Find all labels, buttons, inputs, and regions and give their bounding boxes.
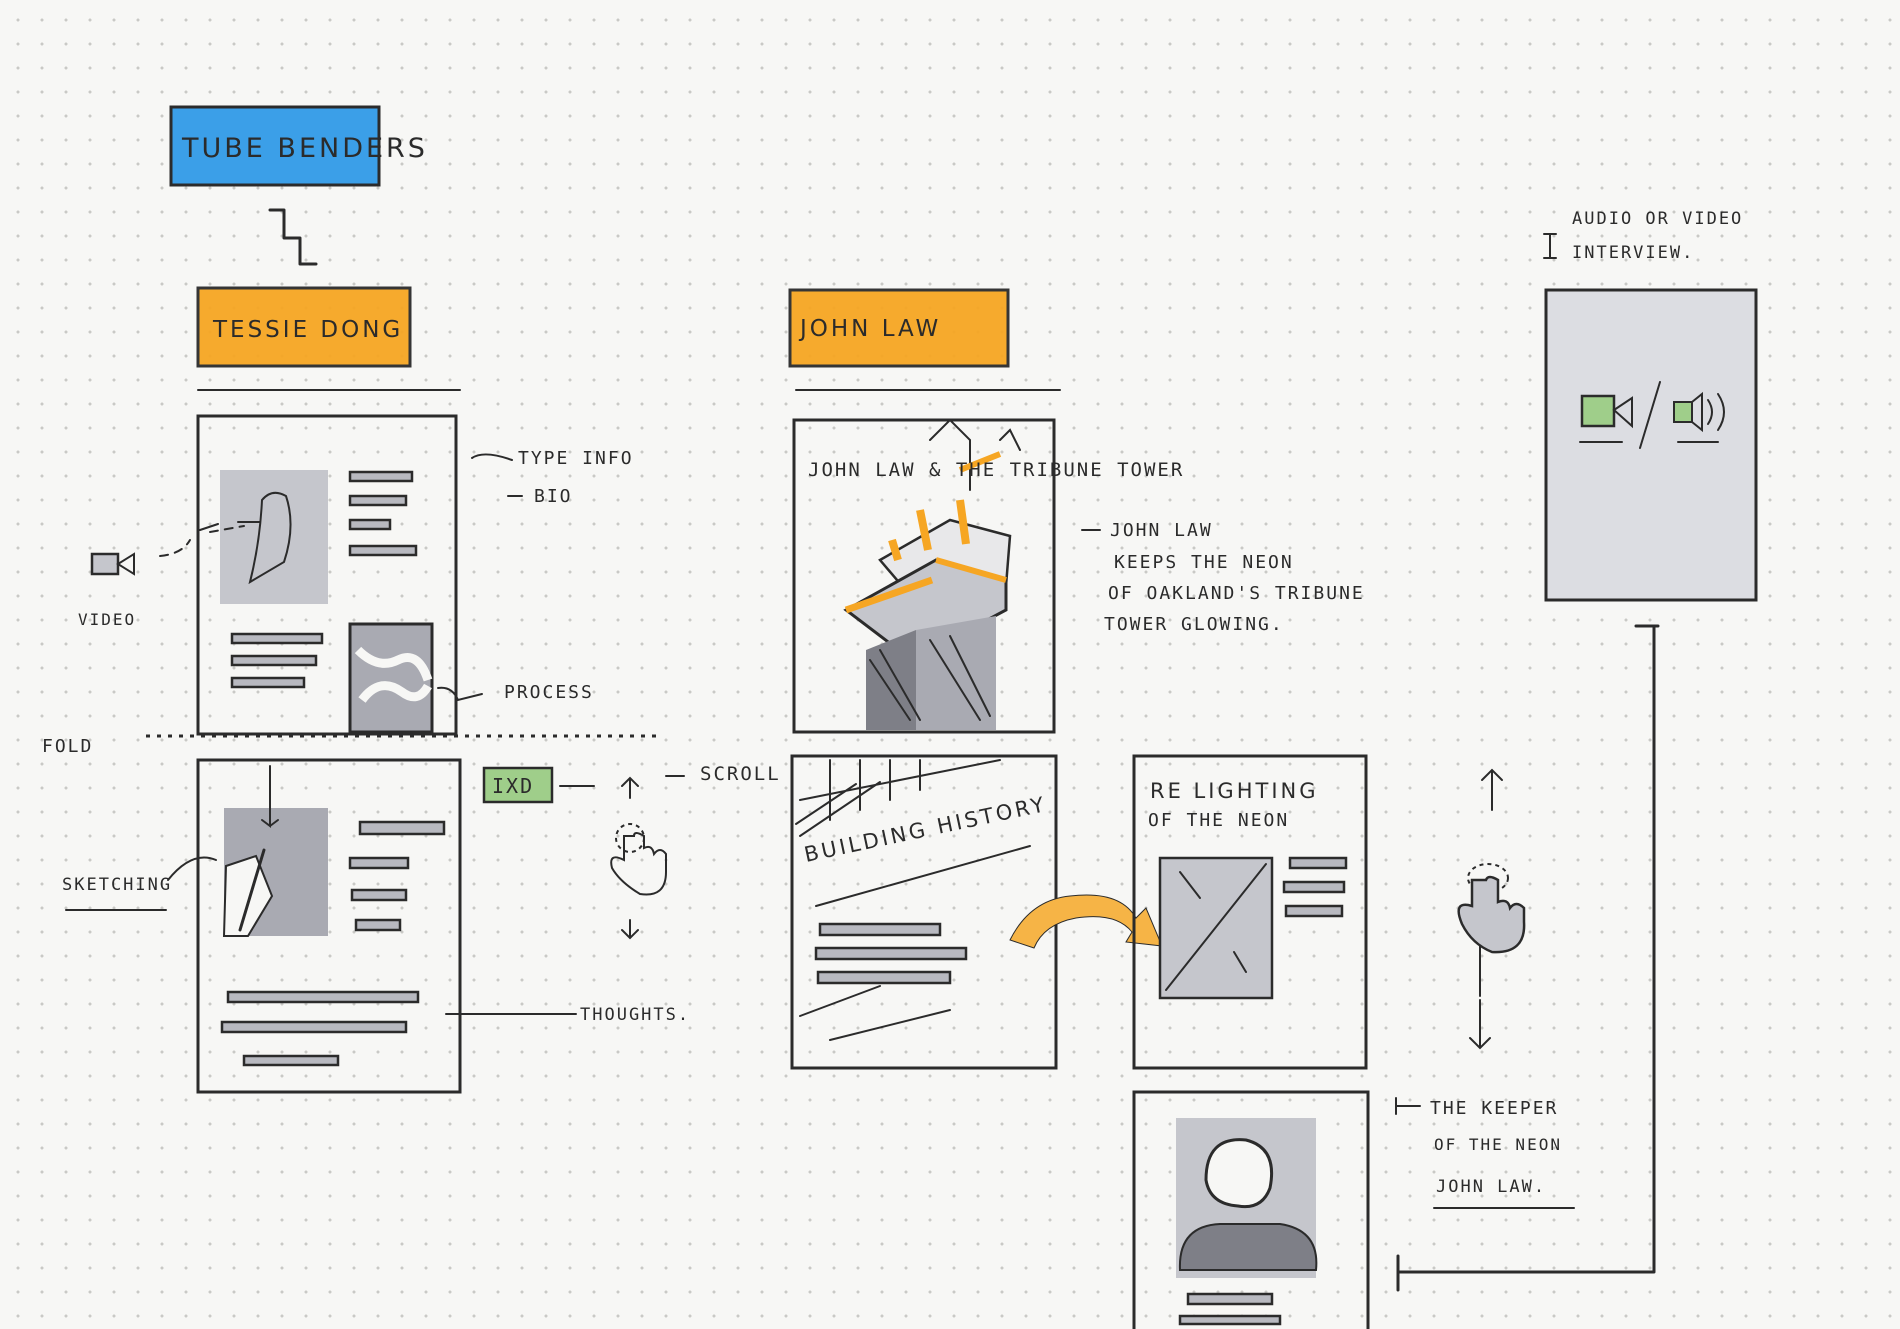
card-text-lines [230,632,324,689]
relighting-text-lines [1282,856,1348,918]
history-text-lines [814,922,968,985]
column2-title-box: JOHN LAW [788,288,1010,368]
keeper-label-3: JOHN LAW. [1436,1177,1546,1197]
sketching-card [196,758,462,1094]
hand-pointer-icon [610,823,667,896]
arrow-icon [1009,894,1163,949]
interview-screen [1544,288,1758,602]
ixd-badge: IXD [482,766,554,804]
process-label: PROCESS [504,682,594,703]
video-label: VIDEO [78,610,136,629]
tribune-title: JOHN LAW & THE TRIBUNE TOWER [808,459,1184,481]
project-title: TUBE BENDERS [181,133,428,164]
building-history-title: BUILDING HISTORY [802,792,1049,867]
divider [1639,381,1661,449]
phone-connector [1396,624,1660,1292]
column2-title: JOHN LAW [798,316,941,342]
type-info-label: TYPE INFO [518,448,634,469]
scroll-gesture-2 [1457,768,1526,1050]
video-camera-icon [90,552,135,576]
relighting-card [1132,754,1368,1070]
hand-pointer-icon [1457,863,1526,954]
column1-title: TESSIE DONG [212,317,403,343]
keeper-label-2: OF THE NEON [1434,1135,1562,1154]
scroll-gesture [610,776,667,940]
thoughts-label: THOUGHTS. [580,1005,690,1025]
process-image [348,622,434,734]
bio-lines [348,470,418,557]
john-law-note-3: OF OAKLAND'S TRIBUNE [1108,583,1365,604]
keeper-label-1: THE KEEPER [1430,1098,1558,1119]
profile-card [196,414,458,736]
keeper-caption-line [1186,1292,1274,1306]
tower-hero-card [792,418,1056,734]
portrait-image [220,470,328,604]
tribune-tower-illustration [843,418,1021,730]
relighting-title-1: RE LIGHTING [1150,779,1319,803]
svg-text:IXD: IXD [492,774,534,798]
john-law-note-4: TOWER GLOWING. [1104,614,1284,635]
sketching-text-lines [348,820,446,932]
john-law-note-2: KEEPS THE NEON [1114,552,1294,573]
fold-label: FOLD [42,736,93,757]
relighting-title-2: OF THE NEON [1148,810,1289,831]
connector-line [268,208,318,266]
video-camera-icon [1579,394,1633,443]
audio-label-1: AUDIO OR VIDEO [1572,209,1743,229]
thoughts-lines [220,990,420,1067]
portrait-figure [248,491,292,585]
speaker-icon [1673,391,1725,443]
keeper-card [1132,1090,1370,1329]
john-law-note-1: JOHN LAW [1110,520,1213,541]
bio-label: BIO [534,486,573,507]
column1-title-box: TESSIE DONG [196,286,412,368]
audio-label-2: INTERVIEW. [1572,243,1694,263]
project-title-box: TUBE BENDERS [169,105,428,187]
scroll-label: SCROLL [700,763,781,785]
sketching-label: SKETCHING [62,875,172,895]
